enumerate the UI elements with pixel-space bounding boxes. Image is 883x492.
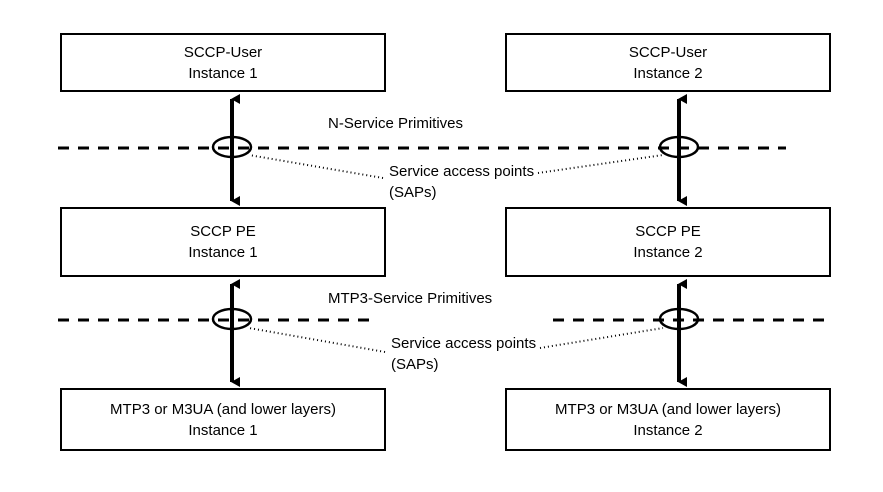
box-mtp3-1: MTP3 or M3UA (and lower layers) Instance… (60, 388, 386, 451)
box-sccp-pe-1: SCCP PE Instance 1 (60, 207, 386, 277)
box-title: SCCP-User (628, 43, 708, 61)
leader-upper-left (248, 154, 384, 179)
box-sccp-user-1: SCCP-User Instance 1 (60, 33, 386, 92)
box-title: SCCP PE (635, 223, 701, 240)
label-sap-upper: Service access points (SAPs) (389, 163, 535, 201)
sap-marker-upper-right (658, 135, 700, 159)
label-mtp3-service-primitives: MTP3-Service Primitives (328, 290, 493, 307)
label-n-service-primitives: N-Service Primitives (328, 115, 464, 132)
box-title: MTP3 or M3UA (and lower layers) (110, 400, 336, 418)
box-subtitle: Instance 1 (188, 64, 258, 82)
leader-lower-left (248, 327, 386, 353)
box-subtitle: Instance 2 (633, 64, 703, 82)
box-title: SCCP PE (190, 223, 256, 240)
box-title: MTP3 or M3UA (and lower layers) (555, 400, 781, 418)
box-mtp3-2: MTP3 or M3UA (and lower layers) Instance… (505, 388, 831, 451)
box-subtitle: Instance 2 (633, 421, 703, 439)
box-subtitle: Instance 2 (633, 244, 703, 261)
box-sccp-pe-2: SCCP PE Instance 2 (505, 207, 831, 277)
sap-marker-lower-right (658, 307, 700, 331)
box-subtitle: Instance 1 (188, 244, 258, 261)
leader-lower-right (539, 327, 664, 349)
sap-marker-upper-left (211, 135, 253, 159)
sap-marker-lower-left (211, 307, 253, 331)
box-sccp-user-2: SCCP-User Instance 2 (505, 33, 831, 92)
box-subtitle: Instance 1 (188, 421, 258, 439)
box-title: SCCP-User (183, 43, 263, 61)
label-sap-lower: Service access points (SAPs) (391, 335, 537, 373)
